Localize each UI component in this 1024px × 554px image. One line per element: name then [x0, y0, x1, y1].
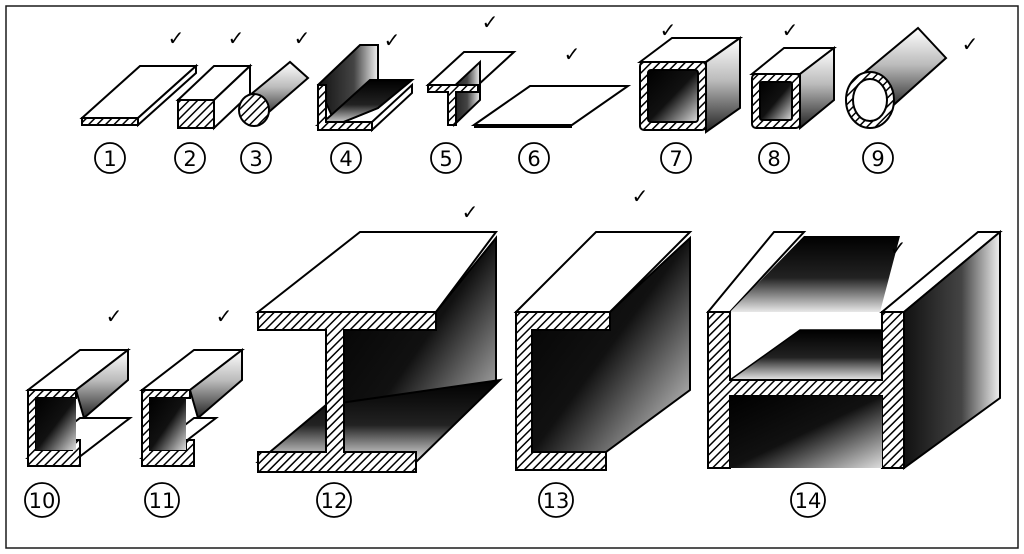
shape-sheet — [470, 85, 632, 128]
check-mark-icon: ✓ — [890, 236, 907, 260]
shape-label-8: 8 — [767, 147, 780, 171]
label-circle-1 — [94, 142, 126, 174]
check-mark-icon: ✓ — [106, 304, 123, 328]
shape-h-pile — [705, 229, 1003, 470]
shape-square-bar — [175, 63, 253, 131]
label-circle-6 — [518, 142, 550, 174]
check-mark-icon: ✓ — [564, 42, 581, 66]
label-circle-3 — [240, 142, 272, 174]
shape-flat-bar — [79, 63, 199, 128]
label-circle-5 — [430, 142, 462, 174]
label-circle-14 — [790, 482, 826, 518]
check-mark-icon: ✓ — [782, 18, 799, 42]
shape-angle — [314, 44, 415, 133]
shape-label-6: 6 — [527, 147, 540, 171]
check-mark-icon: ✓ — [632, 184, 649, 208]
shape-label-2: 2 — [183, 147, 196, 171]
shape-label-14: 14 — [795, 489, 822, 513]
shape-label-1: 1 — [103, 147, 116, 171]
label-circle-7 — [660, 142, 692, 174]
check-mark-icon: ✓ — [962, 32, 979, 56]
check-mark-icon: ✓ — [216, 304, 233, 328]
shape-lipped-channel — [25, 347, 133, 467]
shape-label-10: 10 — [29, 489, 56, 513]
label-circle-9 — [862, 142, 894, 174]
check-mark-icon: ✓ — [384, 28, 401, 52]
label-circle-4 — [330, 142, 362, 174]
shape-round-tube — [845, 26, 948, 129]
label-circle-11 — [144, 482, 180, 518]
label-circle-8 — [758, 142, 790, 174]
label-circle-12 — [316, 482, 352, 518]
shape-square-tube-large — [637, 36, 744, 134]
check-mark-icon: ✓ — [168, 26, 185, 50]
shape-channel — [513, 231, 693, 471]
shape-lipped-channel-small — [139, 347, 245, 467]
shape-label-7: 7 — [669, 147, 682, 171]
shape-label-13: 13 — [543, 489, 570, 513]
check-mark-icon: ✓ — [294, 26, 311, 50]
check-mark-icon: ✓ — [228, 26, 245, 50]
shape-label-4: 4 — [339, 147, 352, 171]
check-marks: ✓ ✓ ✓ ✓ ✓ ✓ ✓ ✓ ✓ ✓ ✓ ✓ ✓ ✓ — [106, 10, 979, 328]
shape-label-3: 3 — [249, 147, 262, 171]
shape-round-bar — [238, 60, 310, 127]
shape-wide-flange — [255, 231, 503, 473]
check-mark-icon: ✓ — [482, 10, 499, 34]
shape-label-5: 5 — [439, 147, 452, 171]
label-circle-10 — [24, 482, 60, 518]
shape-label-9: 9 — [871, 147, 884, 171]
label-circle-2 — [174, 142, 206, 174]
figure-frame — [5, 5, 1019, 549]
shape-label-12: 12 — [321, 489, 348, 513]
shape-square-tube-small — [749, 45, 837, 131]
check-mark-icon: ✓ — [462, 200, 479, 224]
shape-tee — [425, 51, 517, 128]
label-circle-13 — [538, 482, 574, 518]
shape-label-11: 11 — [149, 489, 176, 513]
check-mark-icon: ✓ — [660, 18, 677, 42]
